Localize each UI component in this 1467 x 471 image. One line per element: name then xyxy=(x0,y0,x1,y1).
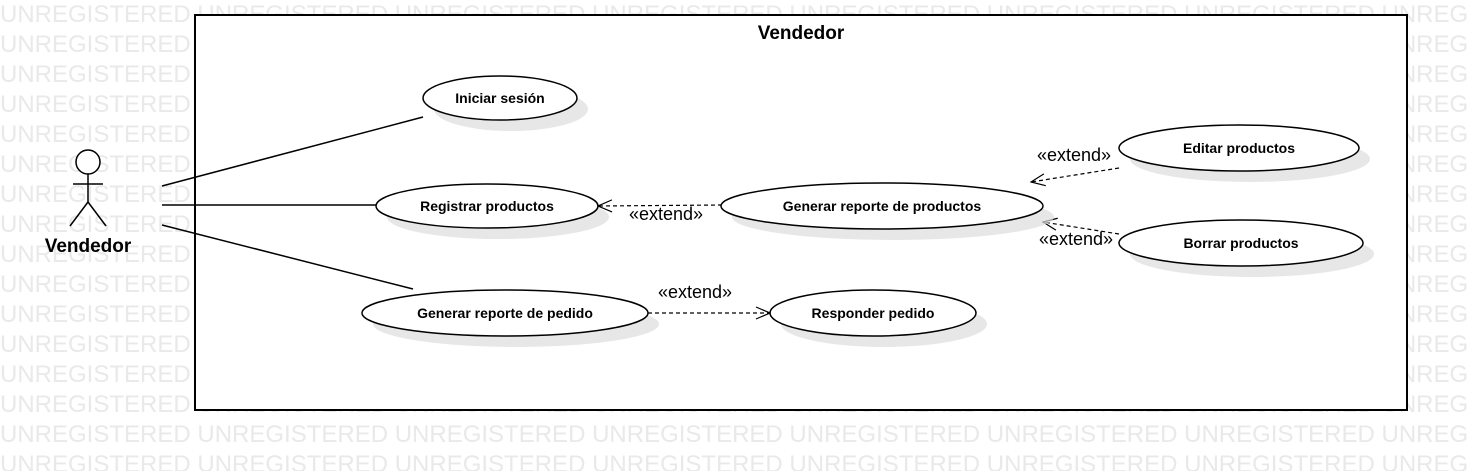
use-case-label: Responder pedido xyxy=(812,305,935,321)
use-case-label: Borrar productos xyxy=(1183,235,1298,251)
actor-head xyxy=(75,149,101,175)
association-generar-reporte-pedido xyxy=(161,224,414,290)
use-case-label: Editar productos xyxy=(1183,140,1295,156)
use-case-label: Iniciar sesión xyxy=(455,90,544,106)
use-case-editar-productos[interactable]: Editar productos xyxy=(1118,124,1370,182)
use-case-label: Generar reporte de pedido xyxy=(417,305,593,321)
extend-arrow-editar-to-reporte xyxy=(1031,167,1120,182)
actor-left-leg xyxy=(69,201,89,227)
use-case-label: Registrar productos xyxy=(420,198,554,214)
association-iniciar-sesion xyxy=(161,116,424,187)
extend-arrow-borrar-to-reporte xyxy=(1043,222,1120,235)
use-case-generar-reporte-pedido[interactable]: Generar reporte de pedido xyxy=(361,289,659,347)
use-case-iniciar-sesion[interactable]: Iniciar sesión xyxy=(422,75,588,131)
actor-vendedor[interactable]: Vendedor xyxy=(45,149,132,257)
system-title: Vendedor xyxy=(758,23,845,44)
use-case-responder-pedido[interactable]: Responder pedido xyxy=(769,289,987,347)
extend-label-responder: «extend» xyxy=(658,282,732,302)
use-case-borrar-productos[interactable]: Borrar productos xyxy=(1118,219,1374,277)
actor-right-leg xyxy=(87,201,107,227)
actor-name: Vendedor xyxy=(45,236,132,257)
extend-label-borrar: «extend» xyxy=(1039,229,1113,249)
use-case-label: Generar reporte de productos xyxy=(783,198,982,214)
extend-label-editar: «extend» xyxy=(1037,145,1111,165)
use-case-registrar-productos[interactable]: Registrar productos xyxy=(375,183,609,239)
use-case-generar-reporte-productos[interactable]: Generar reporte de productos xyxy=(720,182,1054,240)
extend-label-registrar: «extend» xyxy=(629,204,703,224)
